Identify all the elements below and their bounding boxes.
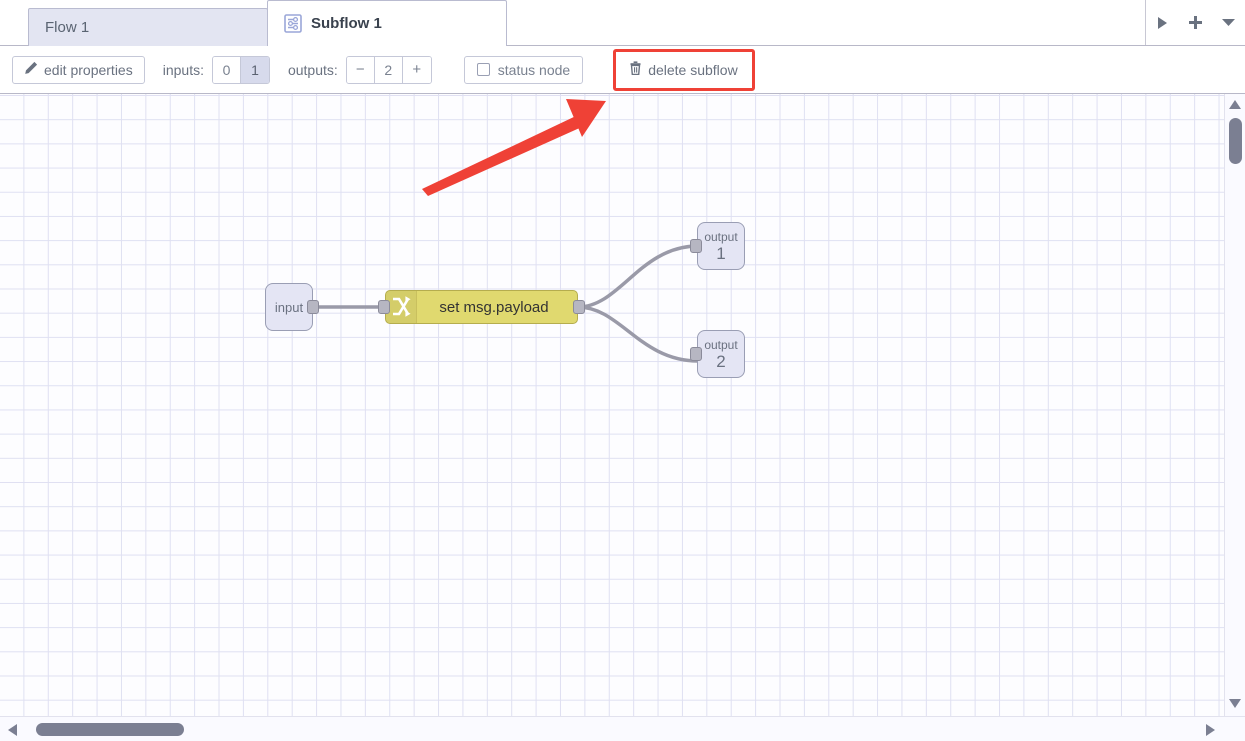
subflow-input-port[interactable] [307,300,319,314]
delete-subflow-highlight: delete subflow [613,48,755,91]
scroll-up-arrow-icon[interactable] [1229,100,1241,109]
tab-list: Flow 1 Subflow 1 [0,0,507,47]
subflow-toolbar: edit properties inputs: 0 1 outputs: − 2… [0,46,1245,94]
status-node-checkbox[interactable] [476,63,490,76]
tab-subflow-1[interactable]: Subflow 1 [267,0,507,47]
edit-properties-button[interactable]: edit properties [12,55,145,84]
tab-flow-1-label: Flow 1 [45,19,90,36]
inputs-label: inputs: [162,61,204,78]
subflow-output-2-port[interactable] [690,347,702,361]
wire-change-to-output2 [576,305,700,363]
outputs-value: 2 [374,56,403,83]
outputs-label: outputs: [287,61,338,78]
scroll-down-arrow-icon[interactable] [1229,699,1241,708]
horizontal-scrollbar-thumb[interactable] [36,723,184,736]
tab-flow-1[interactable]: Flow 1 [28,8,268,46]
node-subflow-input[interactable]: input [265,283,319,331]
outputs-decrement-button[interactable]: − [346,56,375,83]
vertical-scrollbar-thumb[interactable] [1229,118,1242,164]
inputs-selector: 0 1 [211,55,270,84]
wire-layer [316,244,700,363]
wire-change-to-output1 [576,244,700,309]
edit-properties-label: edit properties [44,61,133,78]
change-node-output-port[interactable] [573,300,585,314]
tab-subflow-1-label: Subflow 1 [311,15,382,32]
delete-subflow-button[interactable]: delete subflow [620,55,748,84]
subflow-output-1-box: output 1 [697,222,745,270]
subflow-output-1-index: 1 [716,243,726,263]
node-subflow-output-2[interactable]: output 2 [690,330,745,378]
vertical-scrollbar[interactable] [1224,94,1245,716]
outputs-increment-button[interactable]: + [402,56,431,83]
horizontal-scrollbar[interactable] [0,716,1245,741]
pencil-icon [24,61,38,78]
add-tab-icon[interactable] [1183,10,1209,36]
inputs-option-1[interactable]: 1 [240,56,269,83]
scroll-right-arrow-icon[interactable] [1206,724,1215,736]
node-change[interactable]: set msg.payload [378,290,585,324]
subflow-input-label: input [274,299,304,315]
subflow-input-box: input [265,283,313,331]
change-node-box: set msg.payload [385,290,578,324]
change-node-input-port[interactable] [378,300,390,314]
change-node-label: set msg.payload [439,298,549,316]
scroll-left-arrow-icon[interactable] [8,724,17,736]
tab-bar: Flow 1 Subflow 1 [0,0,1245,47]
status-node-label: status node [497,61,571,78]
node-subflow-output-1[interactable]: output 1 [690,222,745,270]
subflow-output-2-index: 2 [716,351,726,371]
subflow-output-2-label: output [704,337,738,352]
trash-icon [630,61,641,78]
change-node-icon [386,291,417,323]
subflow-icon [284,14,302,33]
flow-canvas[interactable]: input set msg.payload [0,94,1224,716]
delete-subflow-label: delete subflow [648,61,738,78]
subflow-output-1-port[interactable] [690,239,702,253]
inputs-option-0[interactable]: 0 [212,56,241,83]
play-icon[interactable] [1150,10,1176,36]
status-node-toggle[interactable]: status node [463,55,584,84]
subflow-output-1-label: output [704,229,738,244]
tab-bar-tools [1145,0,1245,45]
subflow-output-2-box: output 2 [697,330,745,378]
chevron-down-icon[interactable] [1216,10,1242,36]
outputs-stepper: − 2 + [345,55,432,84]
